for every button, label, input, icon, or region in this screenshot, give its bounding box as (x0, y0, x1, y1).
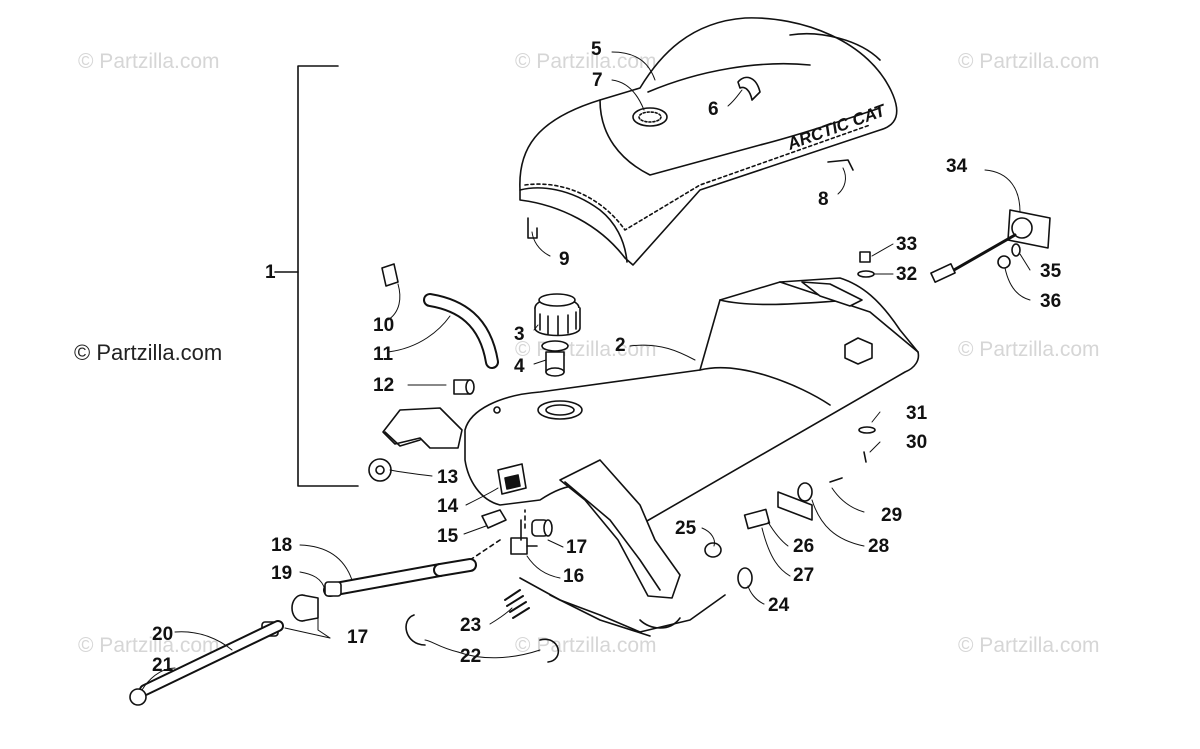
throttle-cable (519, 577, 726, 633)
fuel-cap (534, 293, 581, 337)
seat-clip (527, 217, 538, 239)
snap-ring (405, 614, 426, 646)
callout-11: 11 (373, 344, 394, 365)
callout-18: 18 (271, 535, 293, 556)
callout-33: 33 (896, 234, 918, 255)
fuel-petcock (510, 519, 538, 555)
callout-22: 22 (460, 646, 482, 667)
tank-fitting (453, 379, 475, 395)
tank-filler-neck (537, 400, 583, 420)
cable-adjuster (743, 508, 771, 530)
watermark: © Partzilla.com (958, 634, 1100, 657)
fuel-gauge-sender (541, 340, 569, 377)
callout-15: 15 (437, 526, 459, 547)
screw (829, 477, 843, 483)
callout-5: 5 (591, 39, 602, 60)
tank-vent-hex (844, 337, 873, 365)
callout-32: 32 (896, 264, 918, 285)
callout-17-upper: 17 (566, 537, 588, 558)
callout-34: 34 (946, 156, 968, 177)
hose-clamp (324, 581, 342, 597)
line-clamp (129, 688, 147, 706)
callout-4: 4 (514, 356, 525, 377)
seat-strap (737, 76, 761, 101)
nut (859, 251, 871, 263)
callout-8: 8 (818, 189, 829, 210)
watermark: © Partzilla.com (78, 634, 220, 657)
callout-7: 7 (592, 70, 603, 91)
petcock-bracket (481, 509, 507, 529)
callout-19: 19 (271, 563, 293, 584)
callout-30: 30 (906, 432, 928, 453)
watermark-dark: © Partzilla.com (74, 340, 223, 365)
washer (1011, 243, 1021, 257)
star-washer (368, 458, 392, 482)
seat-hook (827, 159, 854, 171)
callout-23: 23 (460, 615, 482, 636)
watermark: © Partzilla.com (958, 338, 1100, 361)
watermark: © Partzilla.com (958, 50, 1100, 73)
watermark: © Partzilla.com (78, 50, 220, 73)
callout-28: 28 (868, 536, 890, 557)
callout-2: 2 (615, 335, 626, 356)
bolt (863, 451, 867, 463)
callout-17-lower: 17 (347, 627, 369, 648)
mount-plate (777, 491, 813, 521)
callout-29: 29 (881, 505, 903, 526)
callout-6: 6 (708, 99, 719, 120)
nut (997, 255, 1011, 269)
seat: ARCTIC CAT (519, 17, 898, 266)
washer (858, 426, 876, 434)
callout-1: 1 (265, 262, 276, 283)
callout-16: 16 (563, 566, 585, 587)
grommet (704, 542, 722, 558)
hose-clamp (531, 519, 553, 537)
callout-13: 13 (437, 467, 459, 488)
fuel-tank (382, 277, 920, 599)
washer (857, 270, 875, 278)
callout-14: 14 (437, 496, 459, 517)
seat-cap (632, 107, 668, 127)
callout-24: 24 (768, 595, 790, 616)
callout-20: 20 (152, 624, 174, 645)
throttle-spring (504, 589, 530, 619)
fuel-filter (291, 594, 319, 622)
vent-valve (381, 263, 399, 287)
snap-ring (539, 638, 560, 663)
callout-25: 25 (675, 518, 697, 539)
callout-10: 10 (373, 315, 395, 336)
callout-9: 9 (559, 249, 570, 270)
callout-12: 12 (373, 375, 395, 396)
callout-27: 27 (793, 565, 815, 586)
callout-31: 31 (906, 403, 928, 424)
watermark: © Partzilla.com (515, 50, 657, 73)
callout-35: 35 (1040, 261, 1062, 282)
assembly-bracket (297, 65, 359, 487)
washer (797, 482, 813, 502)
cable-grommet (737, 567, 753, 589)
callout-36: 36 (1040, 291, 1062, 312)
callout-21: 21 (152, 655, 174, 676)
fuel-gauge-cable (930, 209, 1051, 283)
callout-26: 26 (793, 536, 815, 557)
callout-3: 3 (514, 324, 525, 345)
